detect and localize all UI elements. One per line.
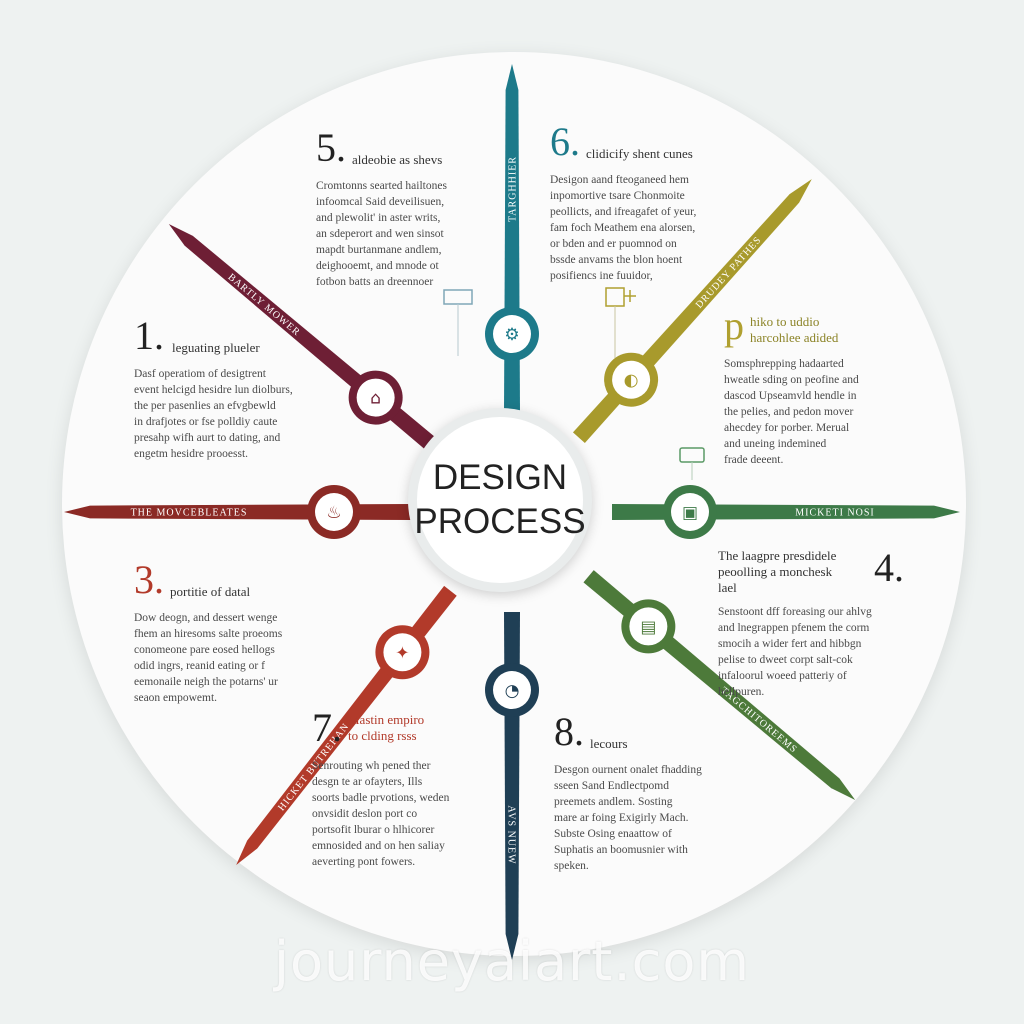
step-6-text: Desigon aand fteoganeed hem inpomortive … [550,174,697,282]
step-8-block: 8. lecours Desgon ournent onalet fhaddin… [554,712,744,874]
step-5-block: 5. aldeobie as shevs Cromtonns searted h… [316,128,506,290]
step-6-block: 6. clidicify shent cunes Desigon aand ft… [550,122,740,284]
step-4-heading: The laagpre presdidele peoolling a monch… [718,548,837,595]
spoke-top-node-inner [493,315,531,353]
spoke-bottom-right-node-inner [629,607,668,646]
step-1-block: 1. leguating plueler Dasf operatiom of d… [134,316,334,462]
spoke-bottom: AVS NUEW ◔ [485,612,539,960]
step-7-text: Senrouting wh pened ther desgn te ar ofa… [312,760,450,868]
spoke-right: MICKETI NOSI ▣ [612,485,960,539]
step-8-number: 8. [554,709,584,754]
watermark-text: journeyaiart.com [274,930,750,993]
spoke-top-icon: ⚙ [504,325,519,345]
spoke-left-icon: ♨ [326,503,341,523]
spoke-left-node-inner [315,493,353,531]
spoke-top-right-icon: ◐ [624,371,639,391]
spoke-right-icon: ▣ [682,503,698,523]
sketch-grid-icon [605,287,636,358]
step-p-text: Somsphrepping hadaarted hweatle sding on… [724,358,859,466]
spoke-left-label: THE MOVCEBLEATES [131,508,248,519]
spoke-bottom-left-node-inner [383,633,422,672]
step-7-number: 7. [312,705,342,750]
step-3-text: Dow deogn, and dessert wenge fhem an hir… [134,612,283,704]
spoke-top-left-node-inner [356,378,395,417]
spoke-right-label: MICKETI NOSI [795,508,875,519]
spoke-bottom-node-inner [493,671,531,709]
step-6-heading: clidicify shent cunes [586,146,693,161]
step-3-number: 3. [134,557,164,602]
spoke-top: TARGHHIER ⚙ [485,64,539,412]
spoke-top-left-icon: ⌂ [370,389,381,409]
step-1-heading: leguating plueler [172,340,260,355]
step-8-text: Desgon ournent onalet fhadding sseen San… [554,764,702,872]
spoke-bottom-left-icon: ✦ [395,643,409,663]
step-5-heading: aldeobie as shevs [352,152,443,167]
step-4-block: 4. The laagpre presdidele peoolling a mo… [718,548,918,700]
step-p-heading: hiko to uddio harcohlee adided [750,314,839,345]
step-3-heading: portitie of datal [170,584,251,599]
step-5-number: 5. [316,125,346,170]
step-7-block: 7. Mastin empiro to clding rsss Senrouti… [312,708,502,870]
spoke-top-label: TARGHHIER [508,156,519,222]
step-4-text: Senstoont dff foreasing our ahlvg and ln… [718,606,872,698]
spoke-bottom-label: AVS NUEW [506,805,517,864]
step-p-block: p hiko to uddio harcohlee adided Somsphr… [724,306,914,468]
step-4-number: 4. [874,545,904,590]
spoke-bottom-right-icon: ▤ [640,617,656,637]
step-5-text: Cromtonns searted hailtones infoomcal Sa… [316,180,447,288]
spoke-left: THE MOVCEBLEATES ♨ [64,485,412,539]
step-p-letter: p [724,303,744,348]
sketch-chat-icon [679,447,705,480]
spoke-top-right-node-inner [612,360,651,399]
step-1-text: Dasf operatiom of desigtrent event helci… [134,368,293,460]
step-1-number: 1. [134,313,164,358]
step-3-block: 3. portitie of datal Dow deogn, and dess… [134,560,334,706]
spoke-bottom-icon: ◔ [505,681,520,701]
center-hub: DESIGN PROCESS [408,408,592,592]
spoke-right-node-inner [671,493,709,531]
center-title-line-2: PROCESS [414,502,586,541]
sketch-frame-icon [443,289,473,356]
step-8-heading: lecours [590,736,628,751]
step-6-number: 6. [550,119,580,164]
center-title-line-1: DESIGN [432,458,568,497]
step-7-heading: Mastin empiro to clding rsss [348,712,425,743]
